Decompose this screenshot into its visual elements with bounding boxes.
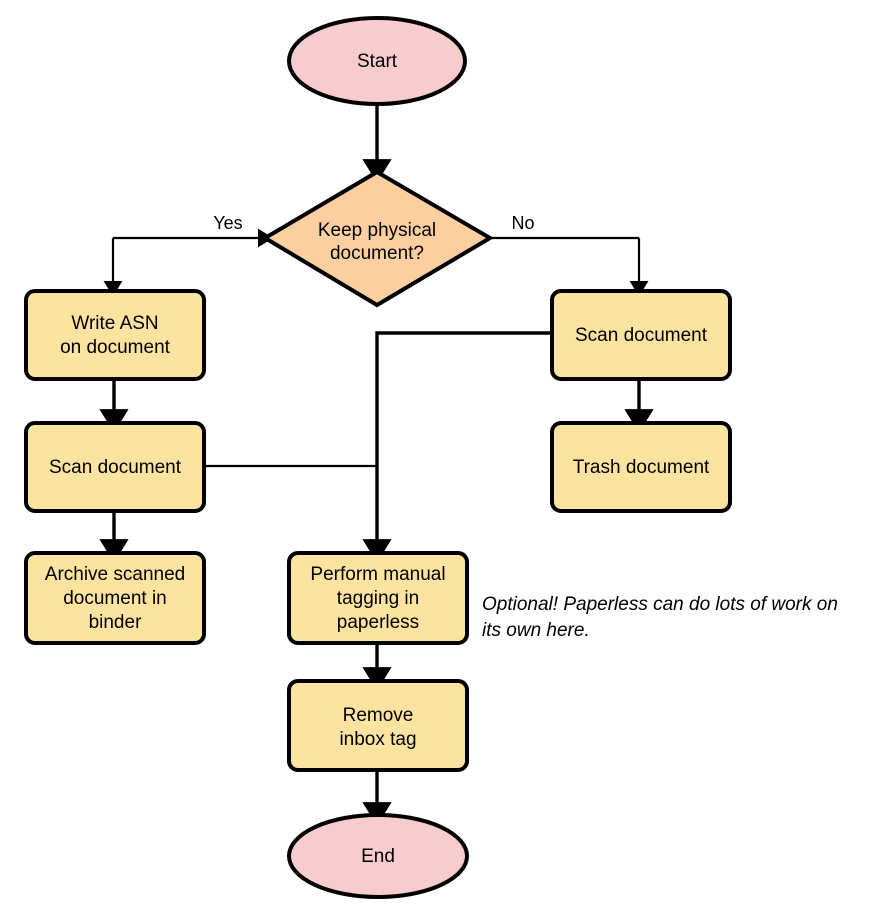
node-scan-document-right[interactable]: Scan document — [550, 289, 732, 381]
write-asn-label-line-1: Write ASN — [71, 313, 158, 334]
scan-right-box — [550, 289, 732, 381]
scan-right-label: Scan document — [575, 325, 708, 346]
write-asn-label-line-2: on document — [60, 337, 171, 358]
archive-label-line-2: document in — [63, 588, 167, 609]
node-trash-document[interactable]: Trash document — [550, 421, 732, 513]
manual-tagging-label-line-3: paperless — [337, 612, 419, 633]
manual-tagging-label-line-2: tagging in — [337, 588, 419, 609]
edge-scan-right-to-manual-tagging — [362, 331, 552, 563]
node-start[interactable]: Start — [287, 16, 467, 106]
archive-label-line-1: Archive scanned — [45, 564, 185, 585]
manual-tagging-label-line-1: Perform manual — [310, 564, 445, 585]
decision-label-line-1: Keep physical — [318, 220, 436, 241]
node-end[interactable]: End — [287, 813, 469, 899]
scan-left-label: Scan document — [49, 457, 182, 478]
optional-note-line-2: its own here. — [482, 620, 590, 641]
decision-diamond — [261, 169, 494, 308]
node-remove-inbox-tag[interactable]: Remove inbox tag — [287, 679, 469, 772]
write-asn-box — [24, 289, 206, 381]
end-ellipse — [287, 813, 469, 899]
remove-inbox-label-line-1: Remove — [343, 705, 414, 726]
archive-box — [24, 551, 206, 645]
remove-inbox-label-line-2: inbox tag — [339, 729, 416, 750]
node-archive-binder[interactable]: Archive scanned document in binder — [24, 551, 206, 645]
manual-tagging-box — [287, 551, 469, 645]
decision-label-line-2: document? — [330, 243, 424, 264]
trash-box — [550, 421, 732, 513]
node-write-asn[interactable]: Write ASN on document — [24, 289, 206, 381]
start-label: Start — [357, 51, 398, 72]
annotation-optional-note: Optional! Paperless can do lots of work … — [482, 594, 838, 641]
edge-label-no: No — [511, 213, 534, 233]
node-manual-tagging[interactable]: Perform manual tagging in paperless — [287, 551, 469, 645]
edge-label-yes: Yes — [213, 213, 242, 233]
node-decision[interactable]: Keep physical document? — [261, 169, 494, 308]
archive-label-line-3: binder — [89, 612, 142, 633]
end-label: End — [361, 846, 395, 867]
scan-left-box — [24, 421, 206, 513]
optional-note-line-1: Optional! Paperless can do lots of work … — [482, 594, 838, 615]
trash-label: Trash document — [573, 457, 710, 478]
start-ellipse — [287, 16, 467, 106]
remove-inbox-box — [287, 679, 469, 772]
node-scan-document-left[interactable]: Scan document — [24, 421, 206, 513]
